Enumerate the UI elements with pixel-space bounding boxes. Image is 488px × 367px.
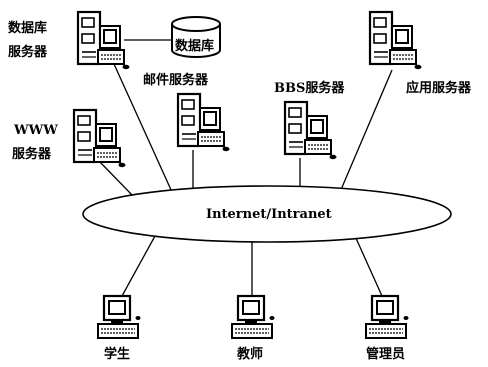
line-www-server [97,159,134,197]
bbs-server-label: BBS服务器 [274,81,345,96]
student-label: 学生 [104,347,131,362]
connection-lines [97,39,393,297]
mail-server-label: 邮件服务器 [143,73,209,88]
app-server-icon [368,10,423,71]
line-db-server [113,63,173,193]
www-server-label-line2: 服务器 [12,147,52,162]
network-cloud [82,185,452,243]
bbs-server-icon [283,100,338,161]
teacher-workstation-icon [230,294,276,340]
www-server-icon [72,108,127,169]
www-server-label-line1: WWW [14,123,58,138]
admin-workstation-icon [364,294,410,340]
line-app-server [339,69,393,193]
line-admin [354,235,383,297]
app-server-label: 应用服务器 [406,81,472,96]
admin-label: 管理员 [366,347,406,362]
db-server-label-line1: 数据库 [8,21,48,36]
network-label: Internet/Intranet [206,207,332,222]
mail-server-icon [176,92,231,153]
db-server-label-line2: 服务器 [8,45,48,60]
line-student [121,235,156,297]
student-workstation-icon [96,294,142,340]
database-icon [171,16,221,58]
teacher-label: 教师 [237,347,264,362]
database-label: 数据库 [175,39,215,54]
db-server-icon [76,10,131,71]
